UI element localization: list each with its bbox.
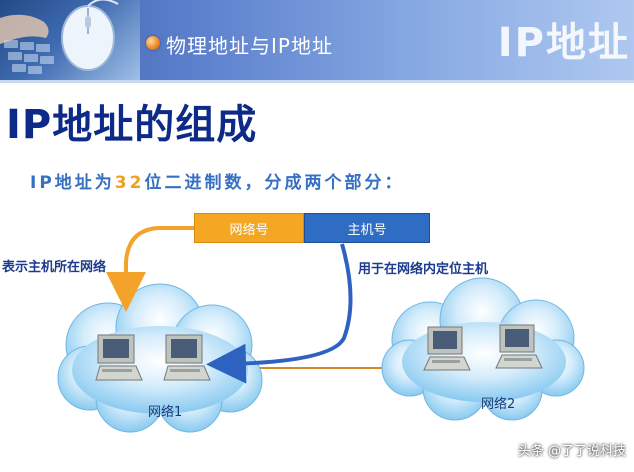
orange-bullet-icon xyxy=(146,36,160,50)
cloud-label-network1: 网络1 xyxy=(148,405,183,420)
watermark: 头条 @了了说科技 xyxy=(517,444,626,459)
header-divider xyxy=(0,80,634,83)
page-title: IP地址的组成 xyxy=(6,102,258,148)
subtitle-number: 32 xyxy=(114,173,145,193)
cloud-label-network2: 网络2 xyxy=(481,397,516,412)
network-part-box: 网络号 xyxy=(194,213,304,243)
host-annotation: 用于在网络内定位主机 xyxy=(358,262,489,277)
header-band: 物理地址与IP地址 IP地址 xyxy=(0,0,634,80)
host-part-box: 主机号 xyxy=(304,213,430,243)
computer-icon xyxy=(163,334,211,381)
orange-arrow xyxy=(106,226,194,312)
computer-icon xyxy=(95,334,143,381)
keyboard-mouse-photo xyxy=(0,0,140,80)
blue-arrow xyxy=(206,243,353,384)
network-annotation: 表示主机所在网络 xyxy=(2,260,107,275)
computer-icon xyxy=(495,324,543,369)
subtitle-suffix: 位二进制数，分成两个部分： xyxy=(144,173,405,193)
computer-icon xyxy=(423,326,471,371)
section-title: 物理地址与IP地址 xyxy=(166,34,333,58)
header-brand: IP地址 xyxy=(497,20,630,66)
subtitle-prefix: IP地址为 xyxy=(30,173,115,193)
subtitle: IP地址为32位二进制数，分成两个部分： xyxy=(30,168,404,193)
